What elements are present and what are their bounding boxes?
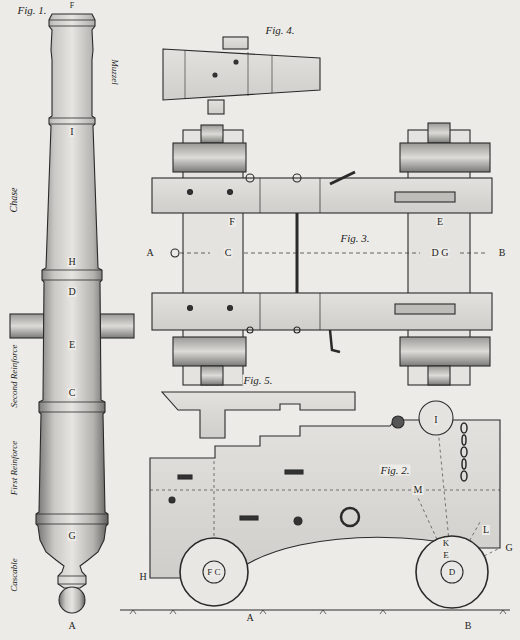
callout-letter: D — [67, 287, 76, 297]
figure-caption: Fig. 1. — [16, 5, 47, 16]
fig2-carriage-side — [120, 401, 510, 614]
trunnion — [100, 314, 134, 338]
callout-letter: A — [245, 613, 254, 623]
callout-letter: H — [138, 572, 147, 582]
callout-letter: G — [67, 531, 76, 541]
cascable-button — [59, 587, 85, 613]
cannon — [10, 14, 134, 613]
fig3-carriage-plan — [152, 123, 492, 385]
callout-letter: A — [145, 248, 154, 258]
callout-letter: F — [228, 217, 236, 227]
callout-letter: A — [67, 621, 76, 631]
figure-caption: Chase — [9, 187, 19, 214]
callout-letter: C — [224, 248, 233, 258]
callout-letter: E — [68, 340, 76, 350]
callout-letter: M — [413, 485, 424, 495]
callout-letter: D — [448, 568, 457, 577]
callout-letter: D G — [431, 248, 450, 258]
callout-letter: E — [442, 551, 450, 560]
callout-letter: B — [498, 248, 507, 258]
figure-caption: First Reinforce — [10, 440, 19, 496]
callout-letter: B — [464, 621, 473, 631]
callout-letter: E — [436, 217, 444, 227]
callout-letter: L — [482, 525, 490, 535]
figure-caption: Second Reinforce — [10, 344, 19, 409]
figure-caption: Fig. 2. — [379, 465, 410, 476]
fig4-bed — [163, 37, 320, 114]
figure-caption: Cascable — [10, 557, 19, 593]
figure-caption: Fig. 3. — [339, 233, 370, 244]
figure-caption: Muzzel — [110, 58, 119, 86]
callout-letter: I — [433, 415, 438, 425]
callout-letter: H — [67, 257, 76, 267]
figure-caption: Fig. 5. — [242, 375, 273, 386]
callout-letter: C — [68, 388, 77, 398]
callout-letter: K — [442, 539, 451, 548]
callout-letter: F C — [206, 568, 221, 577]
callout-letter: G — [504, 543, 513, 553]
callout-letter: I — [69, 127, 74, 137]
callout-letter: F — [69, 2, 75, 10]
figure-caption: Fig. 4. — [264, 25, 295, 36]
cannon-barrel — [36, 14, 108, 588]
trunnion — [10, 314, 44, 338]
